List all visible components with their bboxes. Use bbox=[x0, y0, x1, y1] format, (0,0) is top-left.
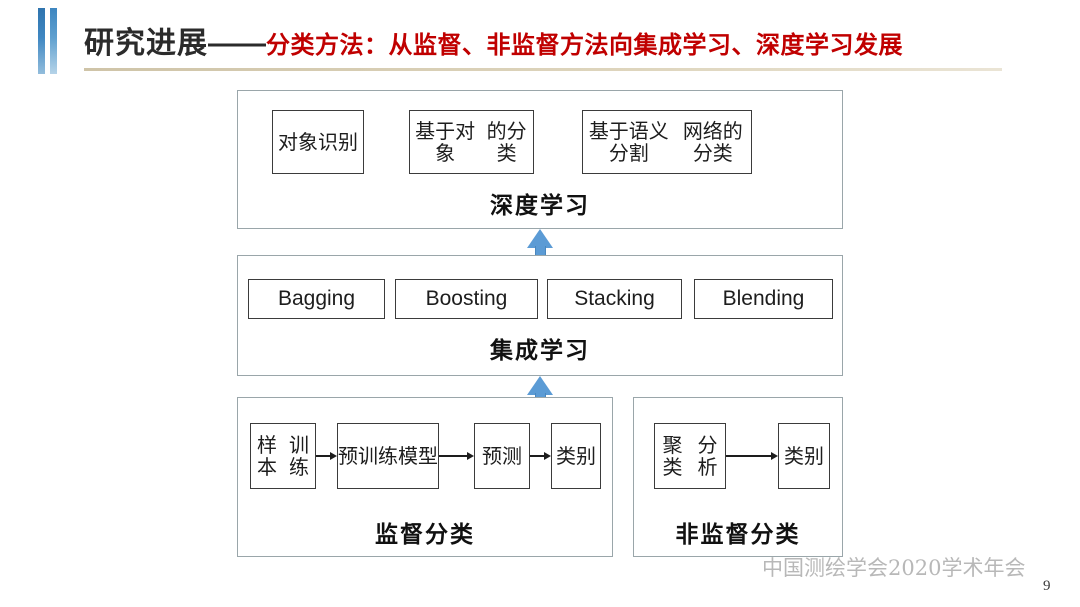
node-object-recognition[interactable]: 对象 识别 bbox=[272, 110, 364, 174]
arrow-shaft bbox=[726, 455, 771, 457]
node-sample-training-line2: 训练 bbox=[289, 432, 309, 479]
node-pretrained-model-line1: 预训练 bbox=[338, 443, 398, 468]
page-number: 9 bbox=[1043, 578, 1051, 594]
tier-label-deep-learning: 深度学习 bbox=[490, 192, 590, 218]
node-category-unsupervised-line2: 别 bbox=[804, 443, 824, 468]
page-title-dash: —— bbox=[208, 27, 266, 60]
arrow-head bbox=[771, 452, 778, 460]
node-category-unsupervised[interactable]: 类 别 bbox=[778, 423, 830, 489]
node-boosting[interactable]: Boosting bbox=[395, 279, 538, 319]
node-prediction[interactable]: 预 测 bbox=[474, 423, 530, 489]
node-prediction-line1: 预 bbox=[482, 443, 502, 468]
node-object-recognition-line1: 对象 bbox=[278, 129, 318, 154]
arrow-head bbox=[527, 229, 553, 248]
node-pretrained-model[interactable]: 预训练 模型 bbox=[337, 423, 439, 489]
node-cluster-analysis[interactable]: 聚类 分析 bbox=[654, 423, 726, 489]
node-category-supervised-line1: 类 bbox=[556, 443, 576, 468]
node-cluster-analysis-line2: 分析 bbox=[697, 432, 718, 479]
title-underline bbox=[84, 68, 1002, 71]
node-pretrained-model-line2: 模型 bbox=[398, 443, 438, 468]
node-object-based-classification-line2: 的分类 bbox=[486, 118, 527, 165]
unsupervised-node-row: 聚类 分析 类 别 bbox=[633, 423, 843, 489]
node-semantic-segmentation-line1: 基于语义分割 bbox=[588, 118, 669, 165]
node-bagging[interactable]: Bagging bbox=[248, 279, 385, 319]
arrow-icon-training-to-model bbox=[316, 423, 337, 489]
node-sample-training-line1: 样本 bbox=[257, 432, 277, 479]
arrow-shaft bbox=[530, 455, 544, 457]
arrow-icon-model-to-prediction bbox=[439, 423, 474, 489]
arrow-icon-cluster-to-category bbox=[726, 423, 778, 489]
arrow-icon-prediction-to-category bbox=[530, 423, 551, 489]
accent-bars bbox=[38, 8, 57, 74]
node-object-based-classification-line1: 基于对象 bbox=[415, 118, 476, 165]
node-semantic-segmentation-line2: 网络的分类 bbox=[682, 118, 743, 165]
supervised-node-row: 样本 训练 预训练 模型 预 测 类 别 bbox=[237, 423, 613, 489]
tier-label-supervised-classification: 监督分类 bbox=[375, 521, 475, 547]
arrow-head bbox=[544, 452, 551, 460]
node-prediction-line2: 测 bbox=[502, 443, 522, 468]
page-title-subtitle: 分类方法：从监督、非监督方法向集成学习、深度学习发展 bbox=[266, 32, 903, 59]
node-cluster-analysis-line1: 聚类 bbox=[662, 432, 683, 479]
node-sample-training[interactable]: 样本 训练 bbox=[250, 423, 316, 489]
tier-label-unsupervised-classification: 非监督分类 bbox=[675, 521, 801, 547]
arrow-shaft bbox=[439, 455, 467, 457]
node-semantic-segmentation-classification[interactable]: 基于语义分割 网络的分类 bbox=[582, 110, 752, 174]
node-blending[interactable]: Blending bbox=[694, 279, 833, 319]
node-category-supervised-line2: 别 bbox=[576, 443, 596, 468]
arrow-shaft bbox=[316, 455, 330, 457]
arrow-head bbox=[330, 452, 337, 460]
node-object-recognition-line2: 识别 bbox=[318, 129, 358, 154]
conference-watermark: 中国测绘学会2020学术年会 bbox=[762, 556, 1026, 580]
ensemble-learning-node-row: Bagging Boosting Stacking Blending bbox=[237, 279, 843, 319]
slide-header: 研究进展 —— 分类方法：从监督、非监督方法向集成学习、深度学习发展 bbox=[0, 0, 1080, 90]
page-title-main: 研究进展 bbox=[84, 27, 208, 60]
node-category-unsupervised-line1: 类 bbox=[784, 443, 804, 468]
arrow-head bbox=[467, 452, 474, 460]
deep-learning-node-row: 对象 识别 基于对象 的分类 基于语义分割 网络的分类 bbox=[237, 110, 843, 174]
arrow-head bbox=[527, 376, 553, 395]
node-object-based-classification[interactable]: 基于对象 的分类 bbox=[409, 110, 534, 174]
page-title: 研究进展 —— 分类方法：从监督、非监督方法向集成学习、深度学习发展 bbox=[84, 18, 903, 62]
node-category-supervised[interactable]: 类 别 bbox=[551, 423, 601, 489]
node-stacking[interactable]: Stacking bbox=[547, 279, 682, 319]
tier-label-ensemble-learning: 集成学习 bbox=[490, 337, 590, 363]
accent-bar-left bbox=[38, 8, 45, 74]
accent-bar-right bbox=[50, 8, 57, 74]
